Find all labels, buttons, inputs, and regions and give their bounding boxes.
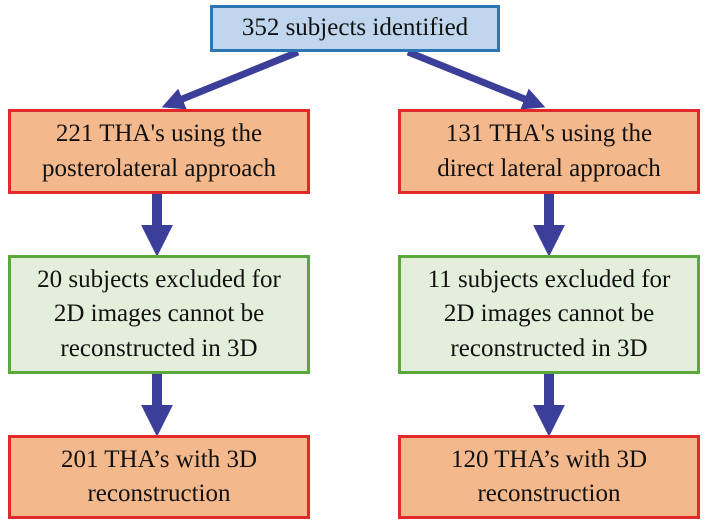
right-excluded-line-1: 11 subjects excluded for <box>427 265 671 293</box>
posterolateral-approach-box: 221 THA's using the posterolateral appro… <box>8 109 310 194</box>
left-excluded-line-3: reconstructed in 3D <box>60 334 258 362</box>
direct-lateral-line-1: 131 THA's using the <box>445 120 653 147</box>
left-excluded-box: 20 subjects excluded for 2D images canno… <box>8 255 310 374</box>
left-final-line-2: reconstruction <box>87 480 231 507</box>
right-final-line-1: 120 THA’s with 3D <box>450 445 648 473</box>
right-excluded-box: 11 subjects excluded for 2D images canno… <box>398 255 700 374</box>
left-excluded-line-1: 20 subjects excluded for <box>37 265 281 293</box>
subjects-identified-label: 352 subjects identified <box>241 14 469 42</box>
arrow-top-to-right <box>406 48 546 110</box>
subjects-identified-box: 352 subjects identified <box>210 5 500 52</box>
arrow-top-to-left <box>161 48 300 110</box>
left-final-box: 201 THA’s with 3D reconstruction <box>8 435 310 519</box>
posterolateral-line-2: posterolateral approach <box>42 154 276 182</box>
left-excluded-line-2: 2D images cannot be <box>53 300 265 328</box>
right-excluded-line-2: 2D images cannot be <box>443 300 655 328</box>
posterolateral-line-1: 221 THA's using the <box>55 120 263 147</box>
right-excluded-line-3: reconstructed in 3D <box>450 334 648 362</box>
direct-lateral-approach-box: 131 THA's using the direct lateral appro… <box>398 109 700 194</box>
right-final-box: 120 THA’s with 3D reconstruction <box>398 435 700 519</box>
direct-lateral-line-2: direct lateral approach <box>437 154 661 182</box>
left-final-line-1: 201 THA’s with 3D <box>60 445 258 473</box>
right-final-line-2: reconstruction <box>477 480 621 507</box>
